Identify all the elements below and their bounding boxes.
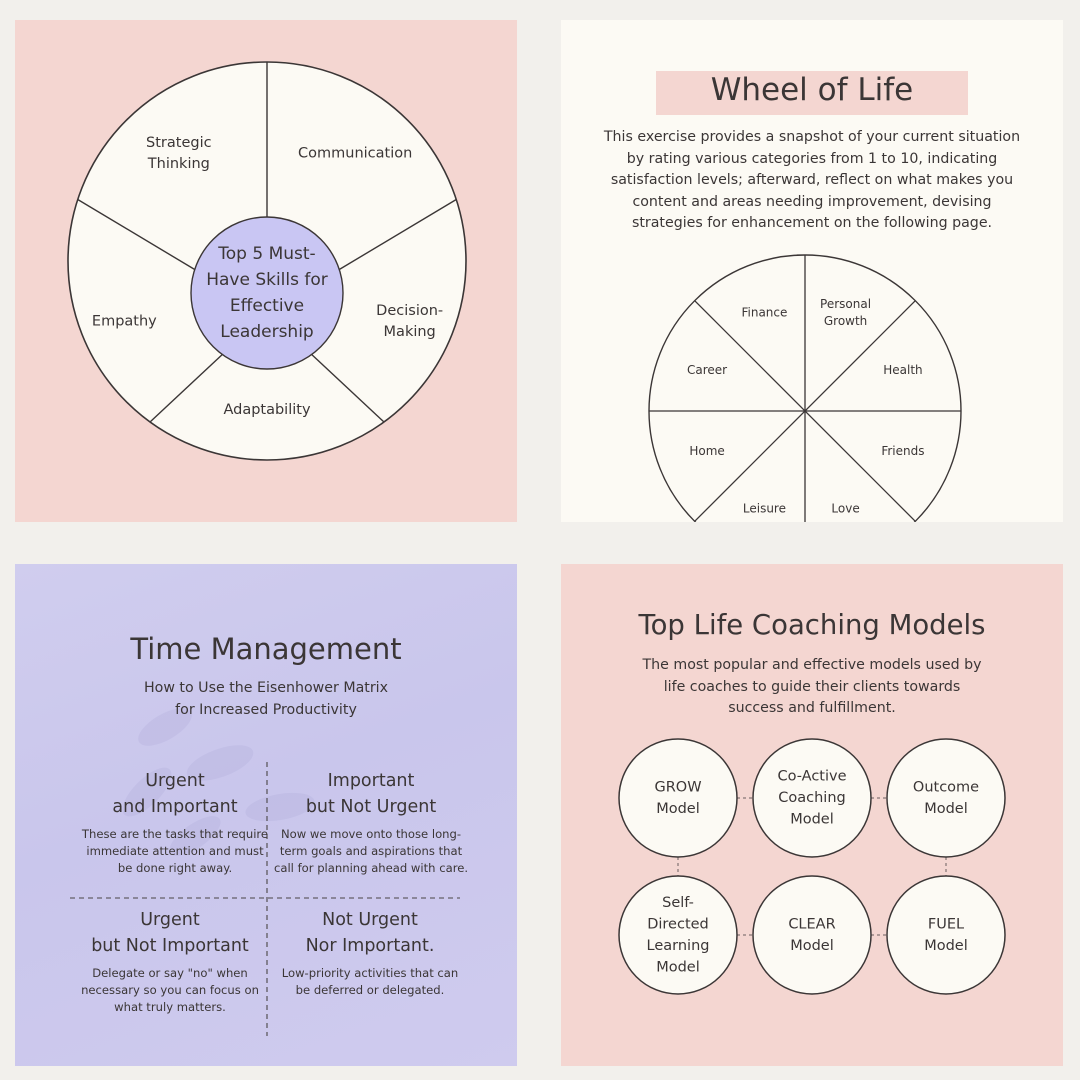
quadrant-heading-line: Urgent bbox=[145, 771, 205, 791]
subtitle-line: How to Use the Eisenhower Matrix bbox=[143, 680, 389, 696]
quadrant-body: Now we move onto those long- term goals … bbox=[260, 826, 482, 877]
quadrant-body-line: be done right away. bbox=[117, 861, 233, 875]
leadership-center-circle bbox=[190, 216, 344, 370]
quadrant-body-line: be deferred or delegated. bbox=[295, 983, 445, 997]
category-label: Love bbox=[831, 501, 859, 515]
model-circle bbox=[752, 875, 872, 995]
segment-label: Communication bbox=[298, 146, 412, 162]
quadrant-body: Delegate or say "no" when necessary so y… bbox=[55, 965, 285, 1016]
coaching-models-panel: Top Life Coaching Models The most popula… bbox=[561, 564, 1063, 1066]
wheel-of-life-description: This exercise provides a snapshot of you… bbox=[603, 129, 1021, 231]
model-circle bbox=[752, 738, 872, 858]
model-circle bbox=[618, 738, 738, 858]
description-line: life coaches to guide their clients towa… bbox=[663, 678, 961, 695]
quadrant-heading: Urgent but Not Important bbox=[55, 907, 285, 959]
quadrant-heading-line: Nor Important. bbox=[305, 936, 435, 956]
category-label: Career bbox=[687, 363, 727, 377]
segment-label: Adaptability bbox=[223, 402, 311, 418]
model-circle bbox=[886, 738, 1006, 858]
quadrant-heading-line: Urgent bbox=[140, 910, 200, 930]
time-management-subtitle: How to Use the Eisenhower Matrix for Inc… bbox=[95, 678, 437, 721]
quadrant-not-urgent-not-important: Not Urgent Nor Important. Low-priority a… bbox=[260, 907, 480, 999]
description-line: The most popular and effective models us… bbox=[642, 657, 982, 673]
category-label: Leisure bbox=[743, 501, 786, 515]
coaching-models-description: The most popular and effective models us… bbox=[621, 655, 1003, 720]
quadrant-body-line: Low-priority activities that can bbox=[281, 966, 459, 980]
quadrant-body-line: These are the tasks that require bbox=[81, 827, 269, 841]
quadrant-body: Low-priority activities that can be defe… bbox=[260, 965, 480, 999]
quadrant-heading: Important but Not Urgent bbox=[260, 768, 482, 820]
quadrant-body: These are the tasks that require immedia… bbox=[60, 826, 290, 877]
quadrant-important-not-urgent: Important but Not Urgent Now we move ont… bbox=[260, 768, 482, 877]
wheel-spoke bbox=[311, 353, 385, 423]
wheel-of-life-title: Wheel of Life bbox=[710, 72, 914, 108]
quadrant-heading-line: but Not Important bbox=[91, 936, 249, 956]
description-line: success and fulfillment. bbox=[728, 700, 896, 716]
category-label: Finance bbox=[741, 306, 787, 320]
quadrant-heading-line: and Important bbox=[112, 797, 238, 817]
quadrant-body-line: call for planning ahead with care. bbox=[273, 861, 469, 875]
wheel-spoke bbox=[77, 198, 196, 271]
time-management-panel: Time Management How to Use the Eisenhowe… bbox=[15, 564, 517, 1066]
segment-label: Decision-Making bbox=[376, 303, 443, 340]
model-circle bbox=[886, 875, 1006, 995]
category-label: Home bbox=[689, 444, 724, 458]
time-management-title: Time Management bbox=[130, 632, 402, 666]
quadrant-body-line: Delegate or say "no" when bbox=[92, 966, 248, 980]
quadrant-body-line: what truly matters. bbox=[114, 1000, 226, 1014]
segment-label: Empathy bbox=[92, 313, 157, 329]
quadrant-urgent-not-important: Urgent but Not Important Delegate or say… bbox=[55, 907, 285, 1016]
quadrant-body-line: necessary so you can focus on bbox=[81, 983, 259, 997]
matrix-dividers bbox=[70, 762, 460, 1036]
quadrant-heading-line: but Not Urgent bbox=[305, 797, 437, 817]
model-circle bbox=[618, 875, 738, 995]
wheel-spoke bbox=[338, 198, 457, 271]
quadrant-heading-line: Important bbox=[327, 771, 415, 791]
quadrant-urgent-important: Urgent and Important These are the tasks… bbox=[60, 768, 290, 877]
wheel-spoke bbox=[149, 353, 223, 423]
subtitle-line: for Increased Productivity bbox=[175, 701, 357, 718]
coaching-models-title: Top Life Coaching Models bbox=[638, 609, 986, 641]
quadrant-body-line: term goals and aspirations that bbox=[279, 844, 463, 858]
quadrant-body-line: Now we move onto those long- bbox=[280, 827, 462, 841]
quadrant-body-line: immediate attention and must bbox=[86, 844, 264, 858]
wheel-spoke bbox=[694, 300, 916, 522]
wheel-of-life-panel: Wheel of Life This exercise provides a s… bbox=[561, 20, 1063, 522]
quadrant-heading: Not Urgent Nor Important. bbox=[260, 907, 480, 959]
category-label: Health bbox=[883, 363, 922, 377]
quadrant-heading-line: Not Urgent bbox=[322, 910, 418, 930]
title-highlight-band bbox=[656, 71, 968, 115]
quadrant-heading: Urgent and Important bbox=[60, 768, 290, 820]
category-label: Friends bbox=[881, 444, 924, 458]
